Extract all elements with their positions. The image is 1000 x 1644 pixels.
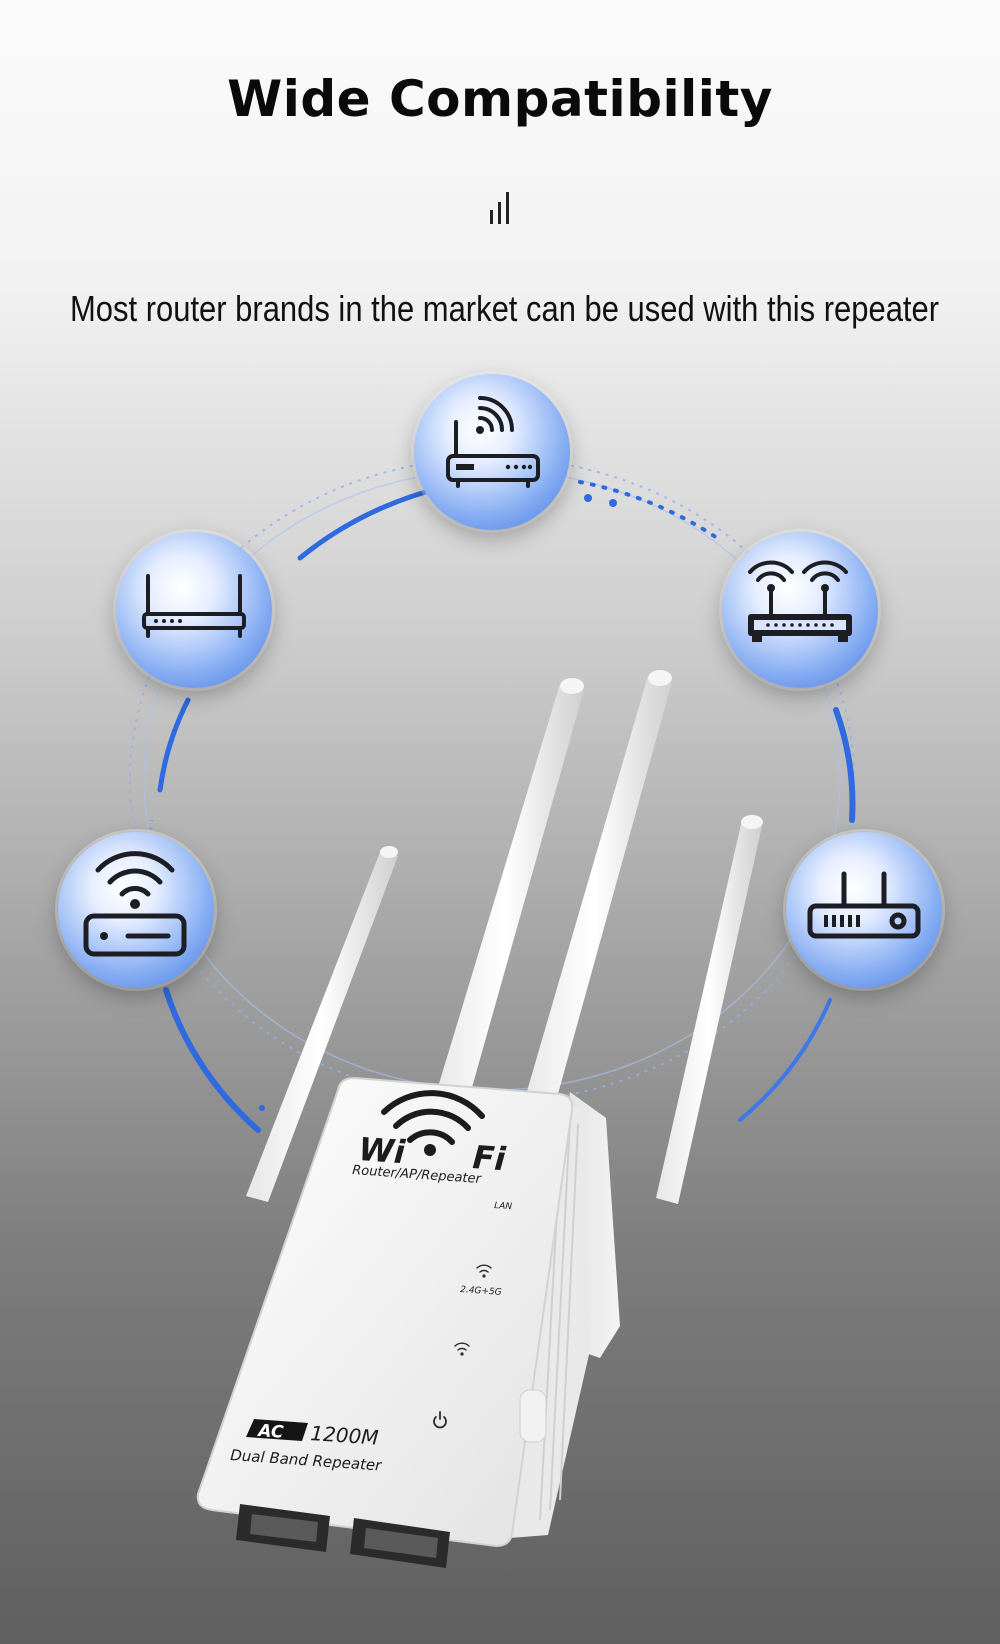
led-band-label: 2.4G+5G [460, 1285, 502, 1298]
ac-badge [246, 1419, 308, 1441]
router-node-left-upper [116, 532, 272, 688]
router-top-wifi-icon [446, 396, 540, 488]
router-node-left-lower [58, 832, 214, 988]
brand-right: Fi [471, 1138, 507, 1178]
router-node-top [414, 374, 570, 530]
page-subtitle: Most router brands in the market can be … [70, 288, 940, 329]
router-wifi-modem-icon [83, 851, 187, 957]
speed-text: 1200M [310, 1421, 380, 1450]
antenna-left-outer [246, 846, 398, 1202]
wifi-logo-icon [381, 1090, 485, 1145]
router-node-right-upper [722, 532, 878, 688]
brand-left: Wi [357, 1130, 407, 1171]
router-flat-two-antenna-icon [142, 574, 246, 638]
ethernet-port-right [350, 1518, 450, 1568]
router-ports-icon [807, 871, 921, 939]
antenna-center-right [518, 670, 672, 1130]
signal-bars-icon [490, 192, 509, 224]
page-title: Wide Compatibility [227, 70, 773, 128]
led-lan-label: LAN [494, 1201, 513, 1212]
power-icon [433, 1411, 447, 1429]
antenna-right-outer [656, 815, 763, 1204]
ethernet-port-left [236, 1504, 330, 1552]
router-dual-wifi-antenna-icon [748, 560, 852, 642]
router-node-right-lower [786, 832, 942, 988]
ac-badge-text: AC [256, 1421, 285, 1443]
antenna-center-left [428, 678, 584, 1130]
